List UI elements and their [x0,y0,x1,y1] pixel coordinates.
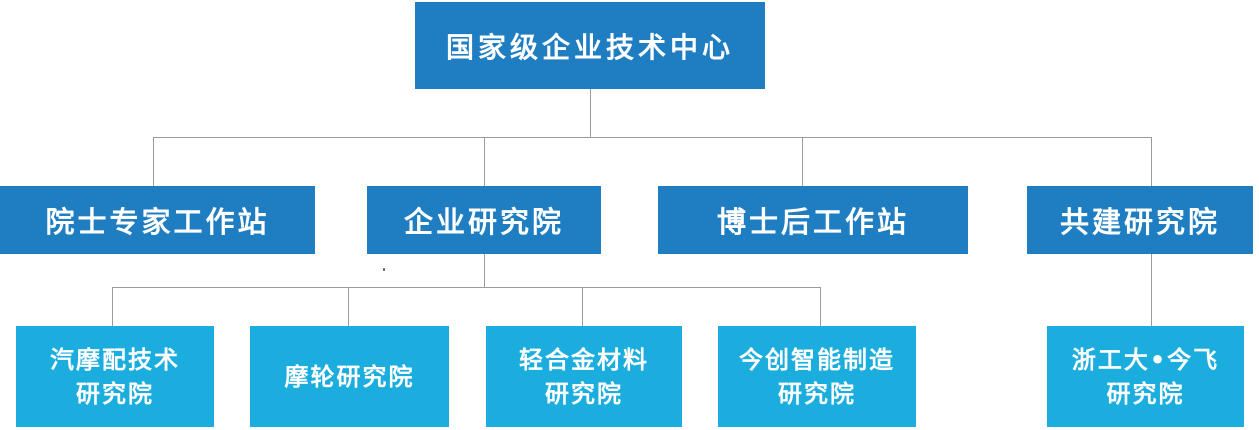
org-node-label: 企业研究院 [403,205,564,239]
connector-joint-drop [1151,254,1152,326]
org-node-label-line2: 研究院 [1106,379,1185,408]
org-node-label-line1: 汽摩配技术 [50,345,180,374]
connector-level3-rail [112,287,821,288]
org-node-academician-workstation: 院士专家工作站 [0,186,315,254]
org-node-label-line2: 研究院 [778,379,856,408]
connector-drop-academician [153,137,154,186]
org-node-label-line1: 摩轮研究院 [284,362,415,391]
connector-institute-drop [484,254,485,287]
org-node-label-line2: 研究院 [76,379,154,408]
org-node-label: 院士专家工作站 [45,205,270,239]
connector-root-drop [590,89,591,137]
org-node-motowheel-institute: 摩轮研究院 [250,326,449,427]
connector-drop-postdoc [802,137,803,186]
connector-level2-rail [153,137,1152,138]
org-node-label-line2: 研究院 [545,379,623,408]
org-node-alloy-institute: 轻合金材料 研究院 [486,326,682,427]
org-node-label-line1: 浙工大•今飞 [1071,345,1220,374]
connector-drop-institute [484,137,485,186]
org-node-autoparts-institute: 汽摩配技术 研究院 [16,326,214,427]
org-node-national-tech-center: 国家级企业技术中心 [415,2,765,89]
connector-drop-alloy [582,287,583,326]
connector-drop-joint [1151,137,1152,186]
org-node-zjut-jinfei-institute: 浙工大•今飞 研究院 [1047,326,1244,427]
org-node-joint-institute: 共建研究院 [1027,186,1253,254]
connector-drop-motowheel [348,287,349,326]
org-node-postdoc-workstation: 博士后工作站 [658,186,968,254]
connector-drop-autoparts [112,287,113,326]
org-node-label: 博士后工作站 [716,205,909,239]
org-node-label: 国家级企业技术中心 [445,30,734,64]
org-node-enterprise-institute: 企业研究院 [367,186,601,254]
org-node-smartmfg-institute: 今创智能制造 研究院 [718,326,916,427]
org-node-label-line1: 今创智能制造 [739,345,895,374]
org-node-label: 共建研究院 [1059,205,1220,239]
org-node-label-line1: 轻合金材料 [519,345,649,374]
stray-mark [383,268,385,271]
connector-drop-smartmfg [820,287,821,326]
